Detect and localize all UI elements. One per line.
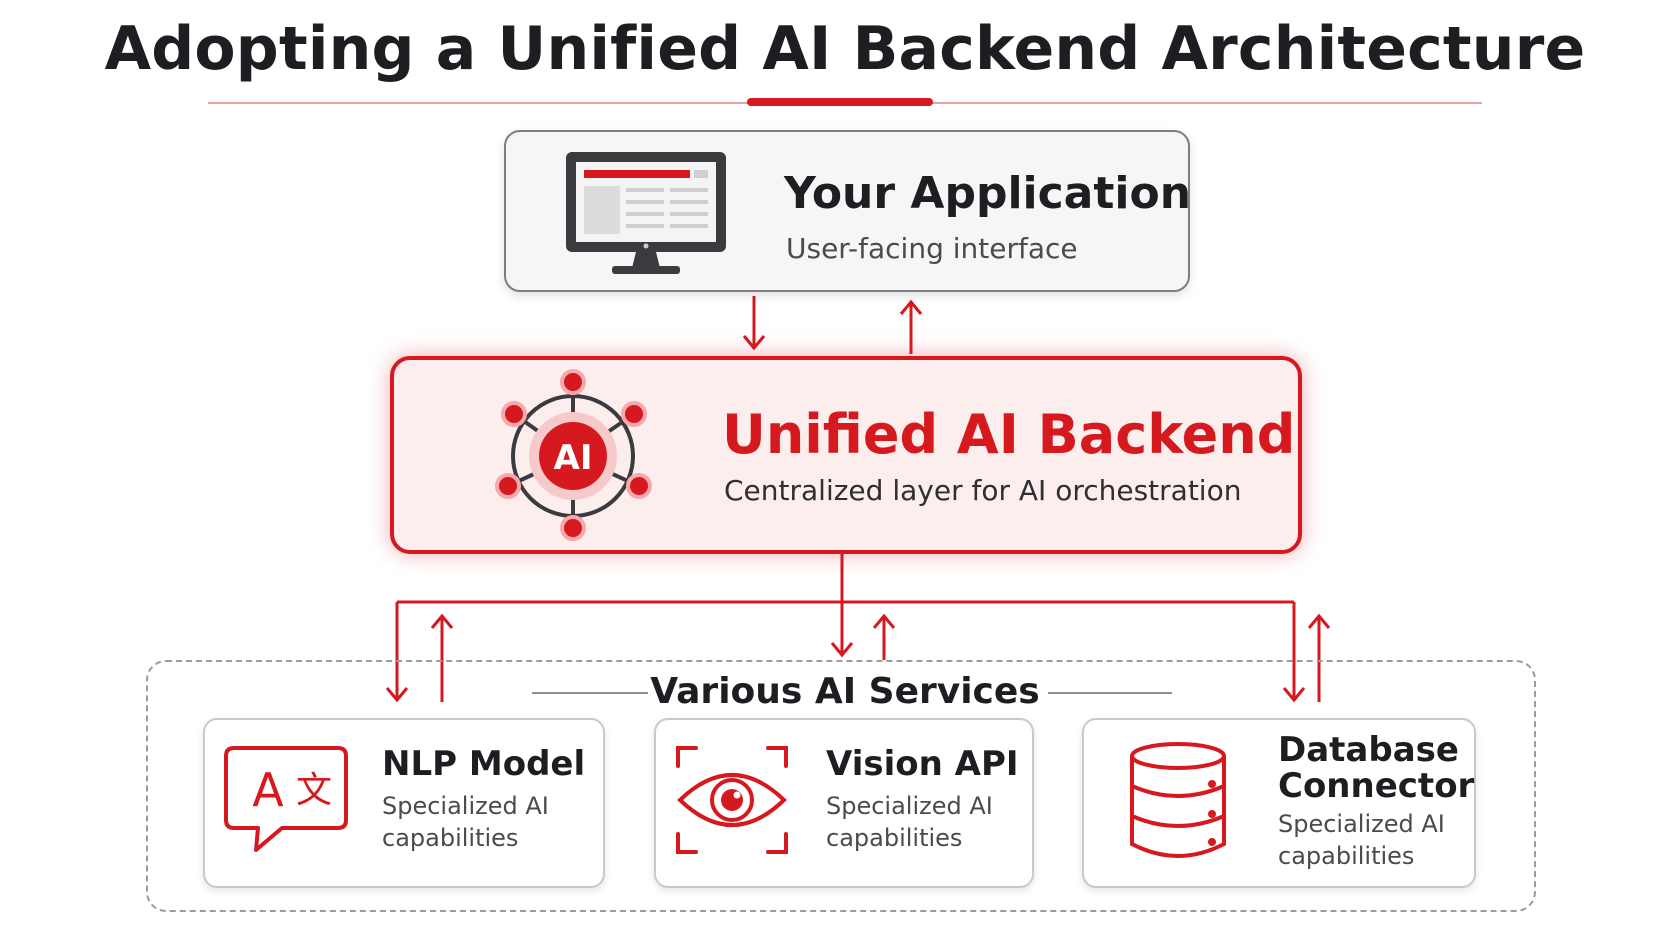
- ai-badge-label: AI: [554, 438, 593, 478]
- service-card-vision: [654, 718, 1034, 888]
- ai-network-icon: AI: [495, 369, 652, 541]
- application-subtitle: User-facing interface: [786, 232, 1078, 265]
- translate-icon: A 文: [224, 746, 348, 852]
- eye-scan-icon: [676, 746, 788, 854]
- backend-subtitle: Centralized layer for AI orchestration: [724, 474, 1242, 507]
- service-subtitle-nlp: Specialized AI capabilities: [382, 792, 549, 852]
- service-title-vision: Vision API: [826, 744, 1019, 784]
- page-title: Adopting a Unified AI Backend Architectu…: [104, 14, 1586, 84]
- service-title-database: Database Connector: [1278, 730, 1475, 806]
- services-title-rule-right: [1048, 692, 1172, 694]
- service-subtitle-vision: Specialized AI capabilities: [826, 792, 993, 852]
- backend-title: Unified AI Backend: [722, 403, 1296, 466]
- services-title: Various AI Services: [650, 671, 1040, 712]
- title-accent-bar: [747, 98, 933, 106]
- translate-glyph-a: A: [252, 763, 284, 817]
- database-icon: [1130, 742, 1226, 858]
- service-title-nlp: NLP Model: [382, 744, 586, 784]
- services-title-rule-left: [532, 692, 648, 694]
- services-container: [146, 660, 1536, 912]
- service-subtitle-database: Specialized AI capabilities: [1278, 810, 1445, 870]
- monitor-icon: [566, 152, 726, 274]
- translate-glyph-b: 文: [296, 770, 332, 811]
- application-title: Your Application: [784, 168, 1192, 219]
